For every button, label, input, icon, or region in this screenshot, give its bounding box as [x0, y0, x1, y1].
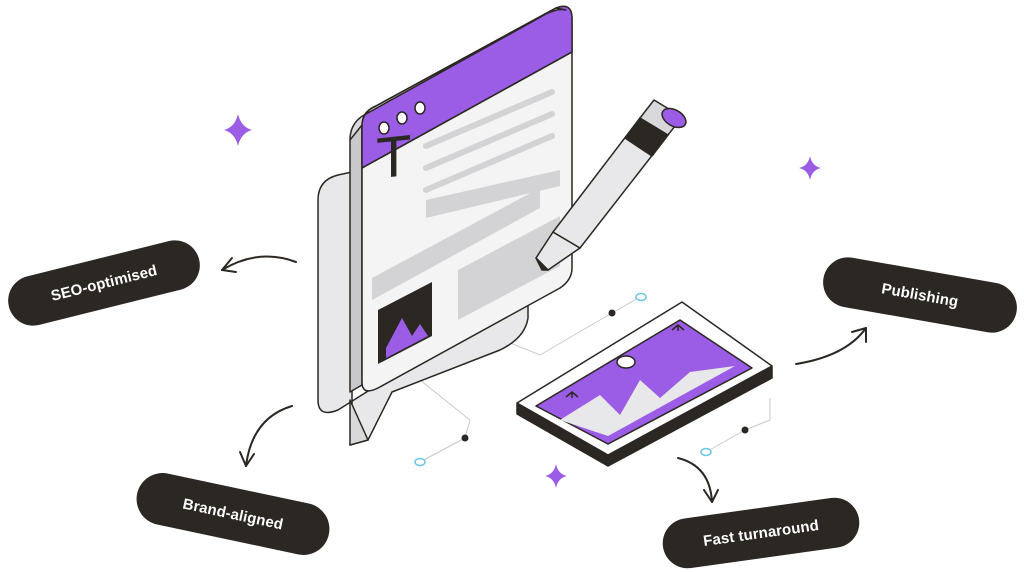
- publishing-label: Publishing: [880, 279, 960, 311]
- document-blocks: [372, 170, 560, 320]
- pen-icon: [535, 99, 687, 271]
- connector-dots: [414, 292, 749, 467]
- window-dots: [378, 101, 426, 135]
- speech-bubble: [317, 171, 529, 446]
- document-heading-letter: T: [376, 123, 411, 192]
- brand-aligned-label: Brand-aligned: [181, 495, 285, 533]
- sparkle-icon: [224, 114, 821, 488]
- seo-optimised-label: SEO-optimised: [49, 261, 159, 305]
- curved-arrow-icon: [221, 255, 867, 503]
- fast-turnaround-label: Fast turnaround: [702, 516, 820, 550]
- document-text-lines: [423, 89, 555, 193]
- image-placeholder-icon: [378, 282, 432, 364]
- image-card: [516, 301, 773, 467]
